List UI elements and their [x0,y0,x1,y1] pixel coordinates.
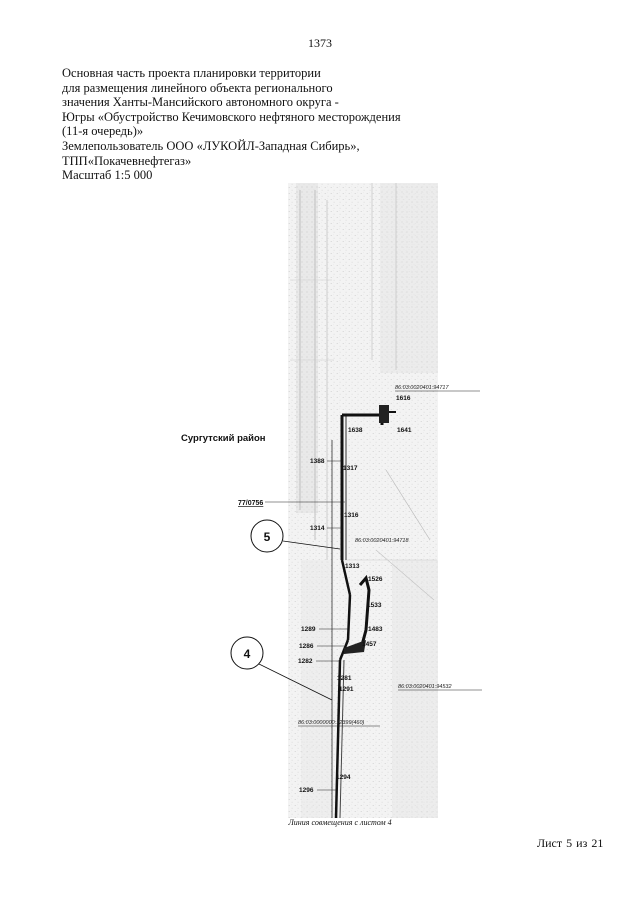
point-label: 1533 [367,602,382,609]
callout-number: 4 [244,647,251,661]
point-label: 1638 [348,427,363,434]
scale-line: Масштаб 1:5 000 [62,168,153,183]
document-heading: Основная часть проекта планировки террит… [62,66,422,183]
point-label: 1641 [397,427,412,434]
sheet-total: 21 [591,836,604,850]
heading-line: для размещения линейного объекта региона… [62,80,333,95]
sheet-number: 5 [566,836,573,850]
heading-line: Землепользователь ООО «ЛУКОЙЛ-Западная С… [62,138,360,153]
point-label: 1281 [337,675,352,682]
point-label: 1289 [301,626,316,633]
page-number: 1373 [308,36,332,50]
point-label: 1526 [368,576,383,583]
point-label: 1291 [339,686,354,693]
point-labels: 1616 1641 1638 1388 1317 1316 1314 1313 … [298,395,412,794]
point-label: 1616 [396,395,411,402]
callout-number: 5 [264,530,271,544]
point-label: 1296 [299,787,314,794]
map-background [288,183,438,818]
point-label: 1294 [336,774,351,781]
sheet-separator: из [576,836,588,850]
point-label: 1316 [344,512,359,519]
point-label: 1483 [368,626,383,633]
region-label: Сургутский район [181,433,266,444]
cadastral-label: 86:03:0000000:12399(460) [298,720,365,726]
cadastral-label: 86:03:0020401:94532 [398,684,452,690]
callout-5: 5 [250,519,341,553]
heading-line: значения Ханты-Мансийского автономного о… [62,95,339,110]
cadastral-label: 86:03:0020401:94718 [355,538,409,544]
cadastral-label: 77/0756 [238,500,263,507]
heading-line: Югры «Обустройство Кечимовского нефтяног… [62,109,401,124]
point-label: 1388 [310,458,325,465]
point-label: 1457 [362,641,377,648]
heading-line: ТПП«Покачевнефтегаз» [62,153,192,168]
heading-line: Основная часть проекта планировки террит… [62,66,321,80]
heading-line: (11-я очередь)» [62,124,144,139]
point-label: 1286 [299,643,314,650]
callout-4: 4 [230,636,333,701]
cadastral-label: 86:03:0020401:94717 [395,385,449,391]
point-label: 1282 [298,658,313,665]
cadastral-labels: 86:03:0020401:94717 77/0756 86:03:002040… [238,385,482,727]
point-label: 1313 [345,563,360,570]
point-label: 1317 [343,465,358,472]
seam-line-label: Линия совмещения с листом 4 [287,818,391,827]
point-label: 1314 [310,525,325,532]
sheet-prefix: Лист [537,836,563,850]
